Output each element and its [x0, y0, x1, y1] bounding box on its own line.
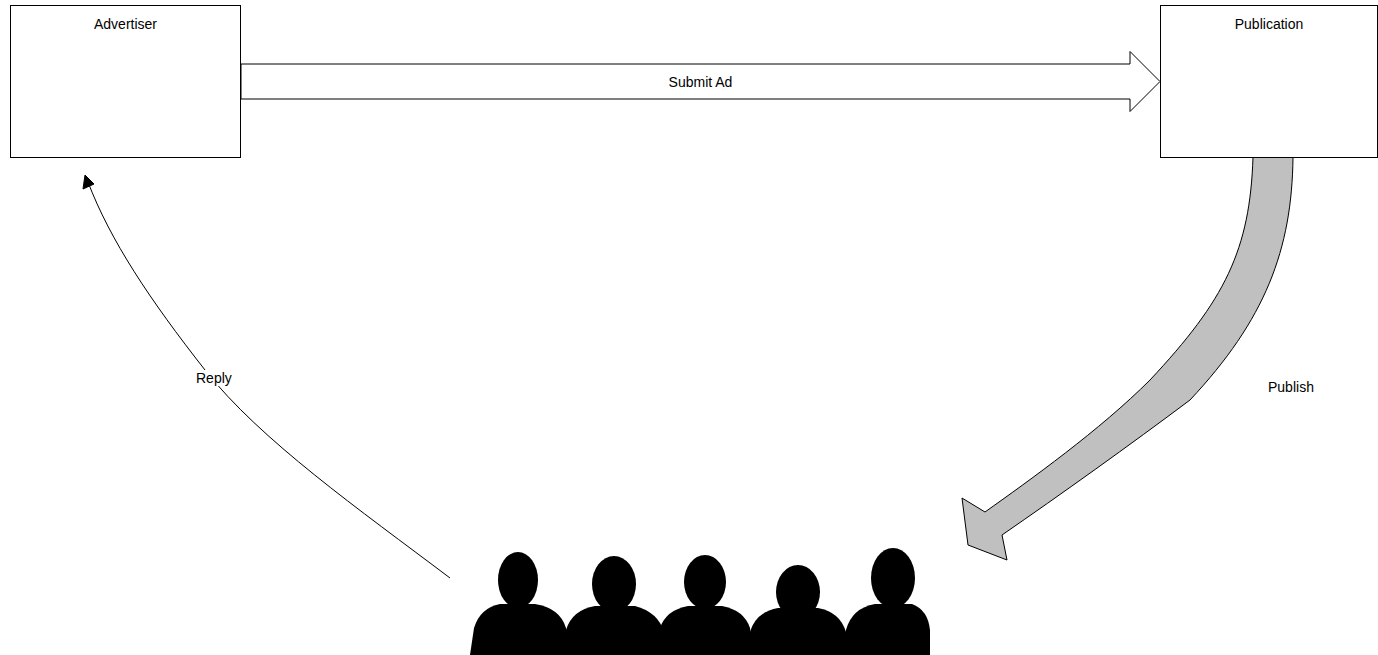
- publish-arrow: [962, 157, 1293, 560]
- reply-arrowhead: [83, 175, 94, 189]
- reply-label: Reply: [194, 370, 234, 386]
- reply-line: [88, 182, 450, 578]
- advertiser-box: Advertiser: [10, 5, 241, 158]
- box-title: Advertiser: [11, 6, 240, 32]
- publish-label: Publish: [1266, 379, 1316, 395]
- block-arrow: [241, 52, 1160, 112]
- publication-box: Publication: [1160, 5, 1378, 158]
- audience-silhouettes: [470, 548, 930, 655]
- box-title: Publication: [1161, 6, 1377, 32]
- arrow-label: Submit Ad: [669, 74, 733, 90]
